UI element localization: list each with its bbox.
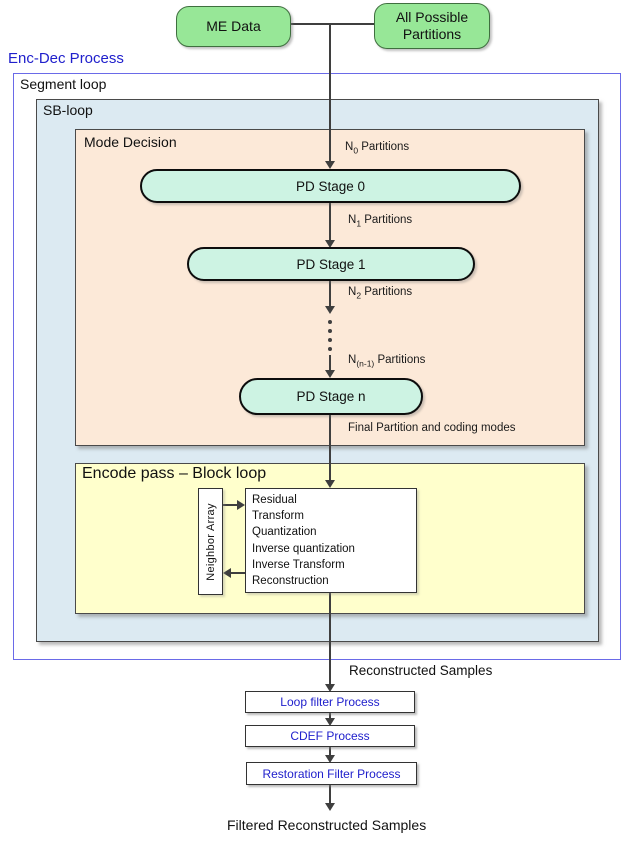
pd-stage-n-label: PD Stage n xyxy=(296,389,366,404)
filtered-reconstructed-samples-label: Filtered Reconstructed Samples xyxy=(227,817,427,833)
ellipsis-dot xyxy=(328,338,332,342)
connector xyxy=(329,593,331,685)
encode-pass-title: Encode pass – Block loop xyxy=(82,465,267,482)
pd-stage-0-label: PD Stage 0 xyxy=(295,178,366,194)
ellipsis-dot xyxy=(328,329,332,333)
connector xyxy=(231,572,245,574)
coding-steps-node: Residual Transform Quantization Inverse … xyxy=(245,488,417,593)
all-possible-partitions-label: All Possible Partitions xyxy=(395,8,469,43)
arrowhead-icon xyxy=(325,480,335,488)
step-transform: Transform xyxy=(252,510,304,523)
final-partition-label: Final Partition and coding modes xyxy=(348,422,516,434)
n-n-1-partitions-label: N(n-1) Partitions xyxy=(348,354,426,369)
ellipsis-dot xyxy=(328,347,332,351)
cdef-process-node: CDEF Process xyxy=(245,725,415,747)
n0-partitions-label: N0 Partitions xyxy=(345,141,410,156)
pd-stage-n-node: PD Stage n xyxy=(239,378,423,415)
arrowhead-icon xyxy=(325,161,335,169)
all-possible-partitions-node: All Possible Partitions xyxy=(374,3,490,49)
me-data-label: ME Data xyxy=(206,17,261,34)
neighbor-array-node: Neighbor Array xyxy=(198,488,223,595)
loop-filter-process-node: Loop filter Process xyxy=(245,691,415,713)
connector xyxy=(329,747,331,756)
me-data-node: ME Data xyxy=(176,6,291,47)
pd-stage-1-node: PD Stage 1 xyxy=(187,247,475,281)
restoration-filter-process-node: Restoration Filter Process xyxy=(246,762,417,785)
segment-loop-label: Segment loop xyxy=(20,76,107,92)
segment-loop-panel: Segment loop xyxy=(13,73,621,660)
arrowhead-icon xyxy=(325,803,335,811)
arrowhead-icon xyxy=(325,370,335,378)
mode-decision-title: Mode Decision xyxy=(84,134,177,150)
reconstructed-samples-label: Reconstructed Samples xyxy=(349,663,493,678)
connector xyxy=(223,504,238,506)
connector xyxy=(329,202,331,241)
arrowhead-icon xyxy=(223,568,231,578)
step-quantization: Quantization xyxy=(252,526,317,539)
ellipsis-dot xyxy=(328,320,332,324)
pd-stage-0-node: PD Stage 0 xyxy=(140,169,521,203)
restoration-filter-process-label: Restoration Filter Process xyxy=(262,766,401,781)
n1-partitions-label: N1 Partitions xyxy=(348,214,413,229)
pd-stage-1-label: PD Stage 1 xyxy=(296,256,366,272)
n2-partitions-label: N2 Partitions xyxy=(348,286,413,301)
process-title: Enc-Dec Process xyxy=(8,50,124,67)
arrowhead-icon xyxy=(237,500,245,510)
neighbor-array-label: Neighbor Array xyxy=(204,502,217,581)
sb-loop-label: SB-loop xyxy=(43,102,93,118)
connector xyxy=(289,23,375,25)
connector xyxy=(329,785,331,803)
arrowhead-icon xyxy=(325,684,335,692)
loop-filter-process-label: Loop filter Process xyxy=(280,695,380,709)
step-reconstruction: Reconstruction xyxy=(252,575,329,588)
connector xyxy=(329,355,331,371)
connector xyxy=(329,713,331,719)
connector xyxy=(329,280,331,307)
arrowhead-icon xyxy=(325,306,335,314)
arrowhead-icon xyxy=(325,718,335,726)
arrowhead-icon xyxy=(325,240,335,248)
cdef-process-label: CDEF Process xyxy=(290,729,370,743)
connector xyxy=(329,23,331,162)
step-residual: Residual xyxy=(252,494,297,506)
connector xyxy=(329,415,331,481)
arrowhead-icon xyxy=(325,755,335,763)
step-inverse-quantization: Inverse quantization xyxy=(252,542,355,555)
step-inverse-transform: Inverse Transform xyxy=(252,558,345,571)
